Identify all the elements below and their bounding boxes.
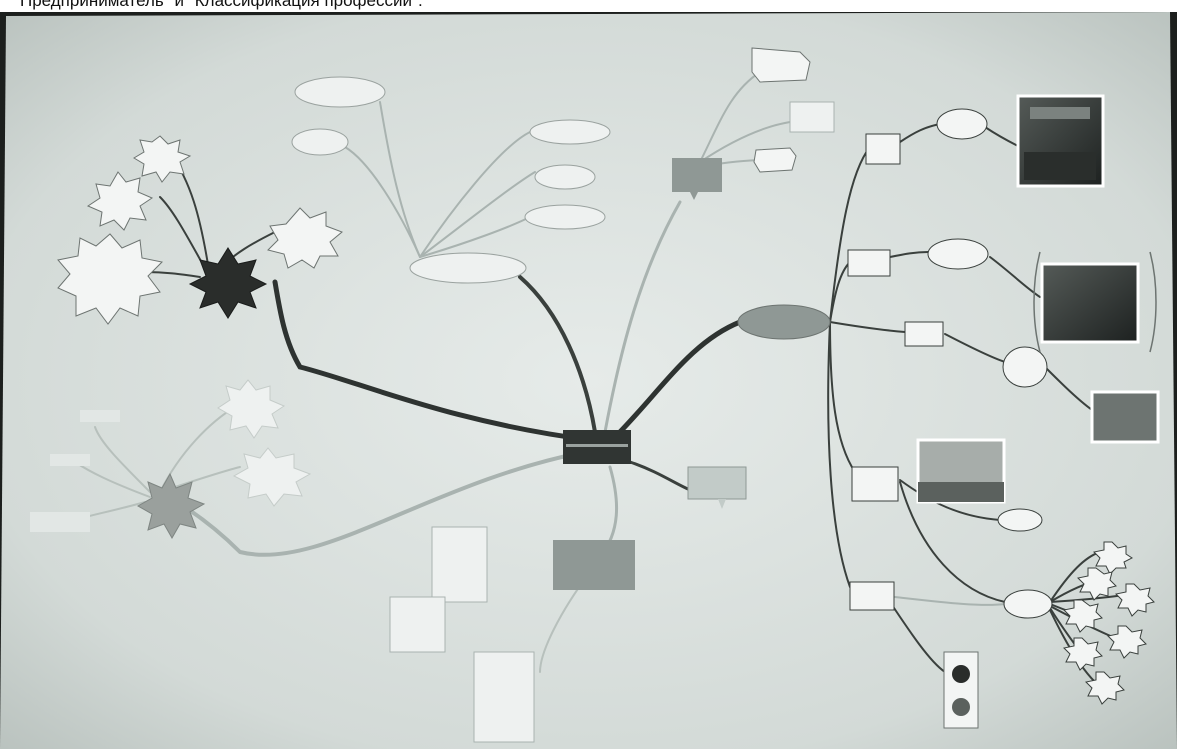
faint-label [80,410,120,422]
bottom-text-block [473,651,535,743]
small-star [1114,583,1155,617]
small-star [1062,599,1103,633]
right-tree-bubble [936,108,988,140]
right-hub-node [737,304,831,340]
small-label [789,101,835,133]
right-tree-bubble [997,508,1043,532]
right-tree-box [849,581,895,611]
top-bubble [524,204,606,230]
top-bubble [534,164,596,190]
star-bubble [133,135,192,183]
callout-box [687,466,747,500]
badge-node [672,158,722,192]
star-bubble [57,233,164,325]
small-star [1062,637,1103,671]
mind-map-photo [0,12,1177,749]
top-bubble [529,119,611,145]
faint-label [50,454,90,466]
photo-caption: Предприниматель" и "Классификация профес… [0,0,1177,12]
faint-label [30,512,90,532]
photo-thumbnail [1090,390,1160,444]
bottom-grey-block [553,540,635,590]
dark-star-node [188,247,268,319]
branch-top-right [603,200,682,434]
small-badge [753,147,797,173]
grey-star-node [136,472,206,540]
right-tree-box [904,321,944,347]
faint-star-bubble [232,447,312,507]
small-star [1106,625,1147,659]
branch-right-dark [612,319,743,440]
paper-sheet [0,12,1177,749]
right-tree-box [847,249,891,277]
branch-top [518,275,597,434]
top-hub-bubble [409,252,527,284]
bottom-text-block [389,596,446,653]
mind-map-photo-svg [0,12,1177,749]
right-tree-bubble [927,238,989,270]
star-bubble [86,171,154,231]
photo-thumbnail [943,651,979,729]
right-tree-bubble [1003,589,1053,619]
small-star [1092,541,1133,575]
small-badge [751,47,811,83]
branch-left-dark [272,279,593,443]
right-tree-bubble [1002,346,1048,388]
right-tree-box [865,133,901,165]
bottom-text-block [431,526,488,603]
caption-text: Предприниматель" и "Классификация профес… [20,0,423,10]
top-bubble [294,76,386,108]
photo-thumbnail [1040,262,1140,344]
small-star [1076,567,1117,601]
faint-star-bubble [217,379,286,439]
small-star [1084,671,1125,705]
right-tree-box [851,466,899,502]
star-bubble [267,207,343,269]
top-bubble [291,128,349,156]
branch-left-light [183,450,587,557]
